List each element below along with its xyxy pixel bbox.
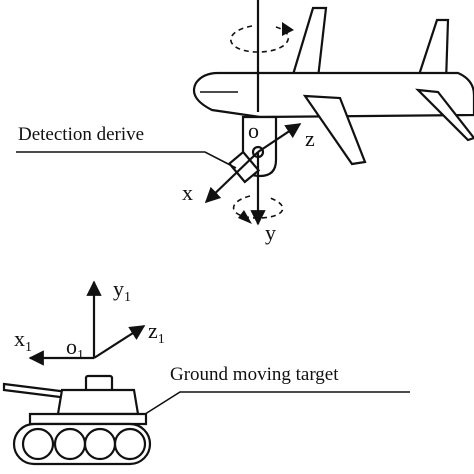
z-axis-arrow [257, 123, 302, 153]
z-axis-label: z [305, 126, 315, 151]
tank-wheel [53, 427, 87, 461]
aircraft-tail-plane [415, 88, 474, 142]
top-rotation-arrow [230, 25, 290, 53]
tank-wheel [83, 427, 117, 461]
detection-derive-label: Detection derive [18, 124, 144, 145]
z1-axis-label: z1 [148, 318, 165, 347]
top-rotation-arrowhead [282, 22, 294, 36]
tank [2, 374, 152, 466]
z1-axis-arrow [93, 325, 146, 359]
tank-turret [56, 388, 140, 416]
x-axis-label: x [182, 180, 193, 205]
y-axis-label: y [265, 220, 276, 245]
tank-wheel [113, 427, 147, 461]
bottom-rotation-arrowhead [238, 210, 252, 224]
tank-hull [28, 412, 148, 426]
y1-axis-label: y1 [113, 276, 131, 305]
origin-o1-label: o1 [66, 334, 84, 363]
origin-o-label: o [248, 118, 259, 143]
x1-axis-label: x1 [14, 326, 32, 355]
detection-leader-line [16, 151, 237, 169]
ground-target-label: Ground moving target [170, 364, 339, 385]
aircraft-lower-wing [302, 94, 367, 166]
tank-barrel [2, 382, 70, 400]
tank-wheel [21, 427, 55, 461]
bottom-rotation-arrow [232, 195, 284, 219]
aircraft-upper-wing [290, 6, 328, 80]
aircraft-fuselage [192, 71, 474, 119]
aircraft [192, 6, 474, 184]
x-axis-arrow [204, 151, 259, 204]
ground-target-leader-line [141, 391, 410, 417]
